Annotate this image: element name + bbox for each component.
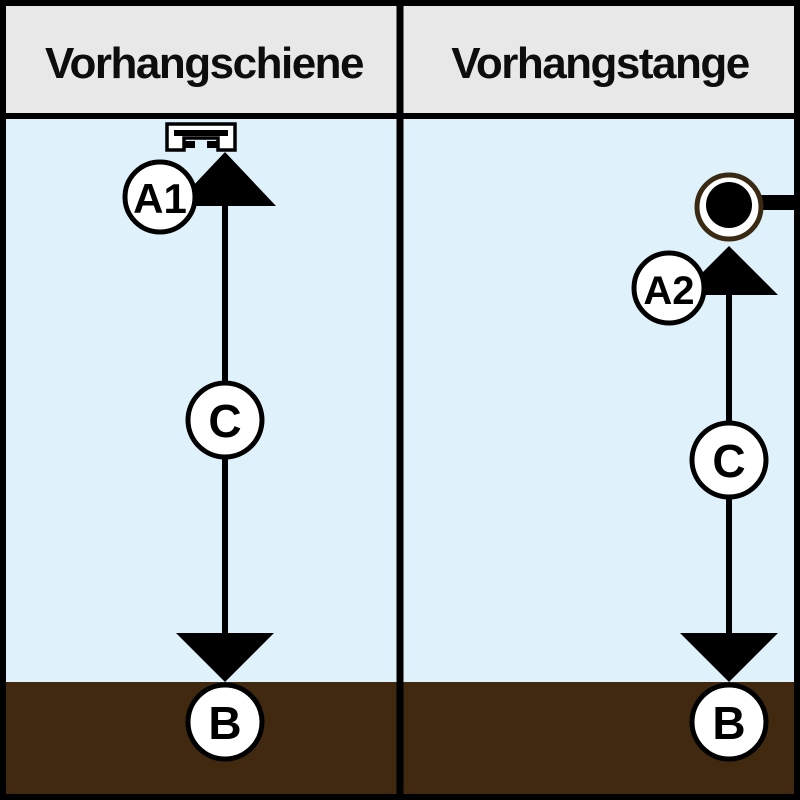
badge-a2: A2 [631, 250, 707, 326]
panel-title-curtain-rod: Vorhangstange [451, 39, 749, 88]
header-background-left [4, 4, 400, 116]
badge-c-left-label: C [208, 395, 241, 447]
badge-c-right: C [689, 420, 769, 500]
header-background-right [400, 4, 796, 116]
arrow-down-right [680, 633, 778, 682]
badge-c-left: C [185, 380, 265, 460]
arrow-up-left [174, 152, 276, 206]
panel-title-curtain-track: Vorhangschiene [45, 39, 363, 88]
curtain-rod-icon [694, 172, 796, 242]
badge-b-left-label: B [208, 697, 241, 749]
badge-a1-label: A1 [133, 175, 187, 222]
badge-b-right-label: B [712, 697, 745, 749]
badge-a2-label: A2 [643, 269, 694, 313]
badge-b-left: B [185, 682, 265, 762]
badge-b-right: B [689, 682, 769, 762]
badge-c-right-label: C [712, 435, 745, 487]
arrow-down-left [176, 633, 274, 682]
badge-a1: A1 [122, 159, 198, 235]
curtain-track-icon [165, 122, 237, 152]
